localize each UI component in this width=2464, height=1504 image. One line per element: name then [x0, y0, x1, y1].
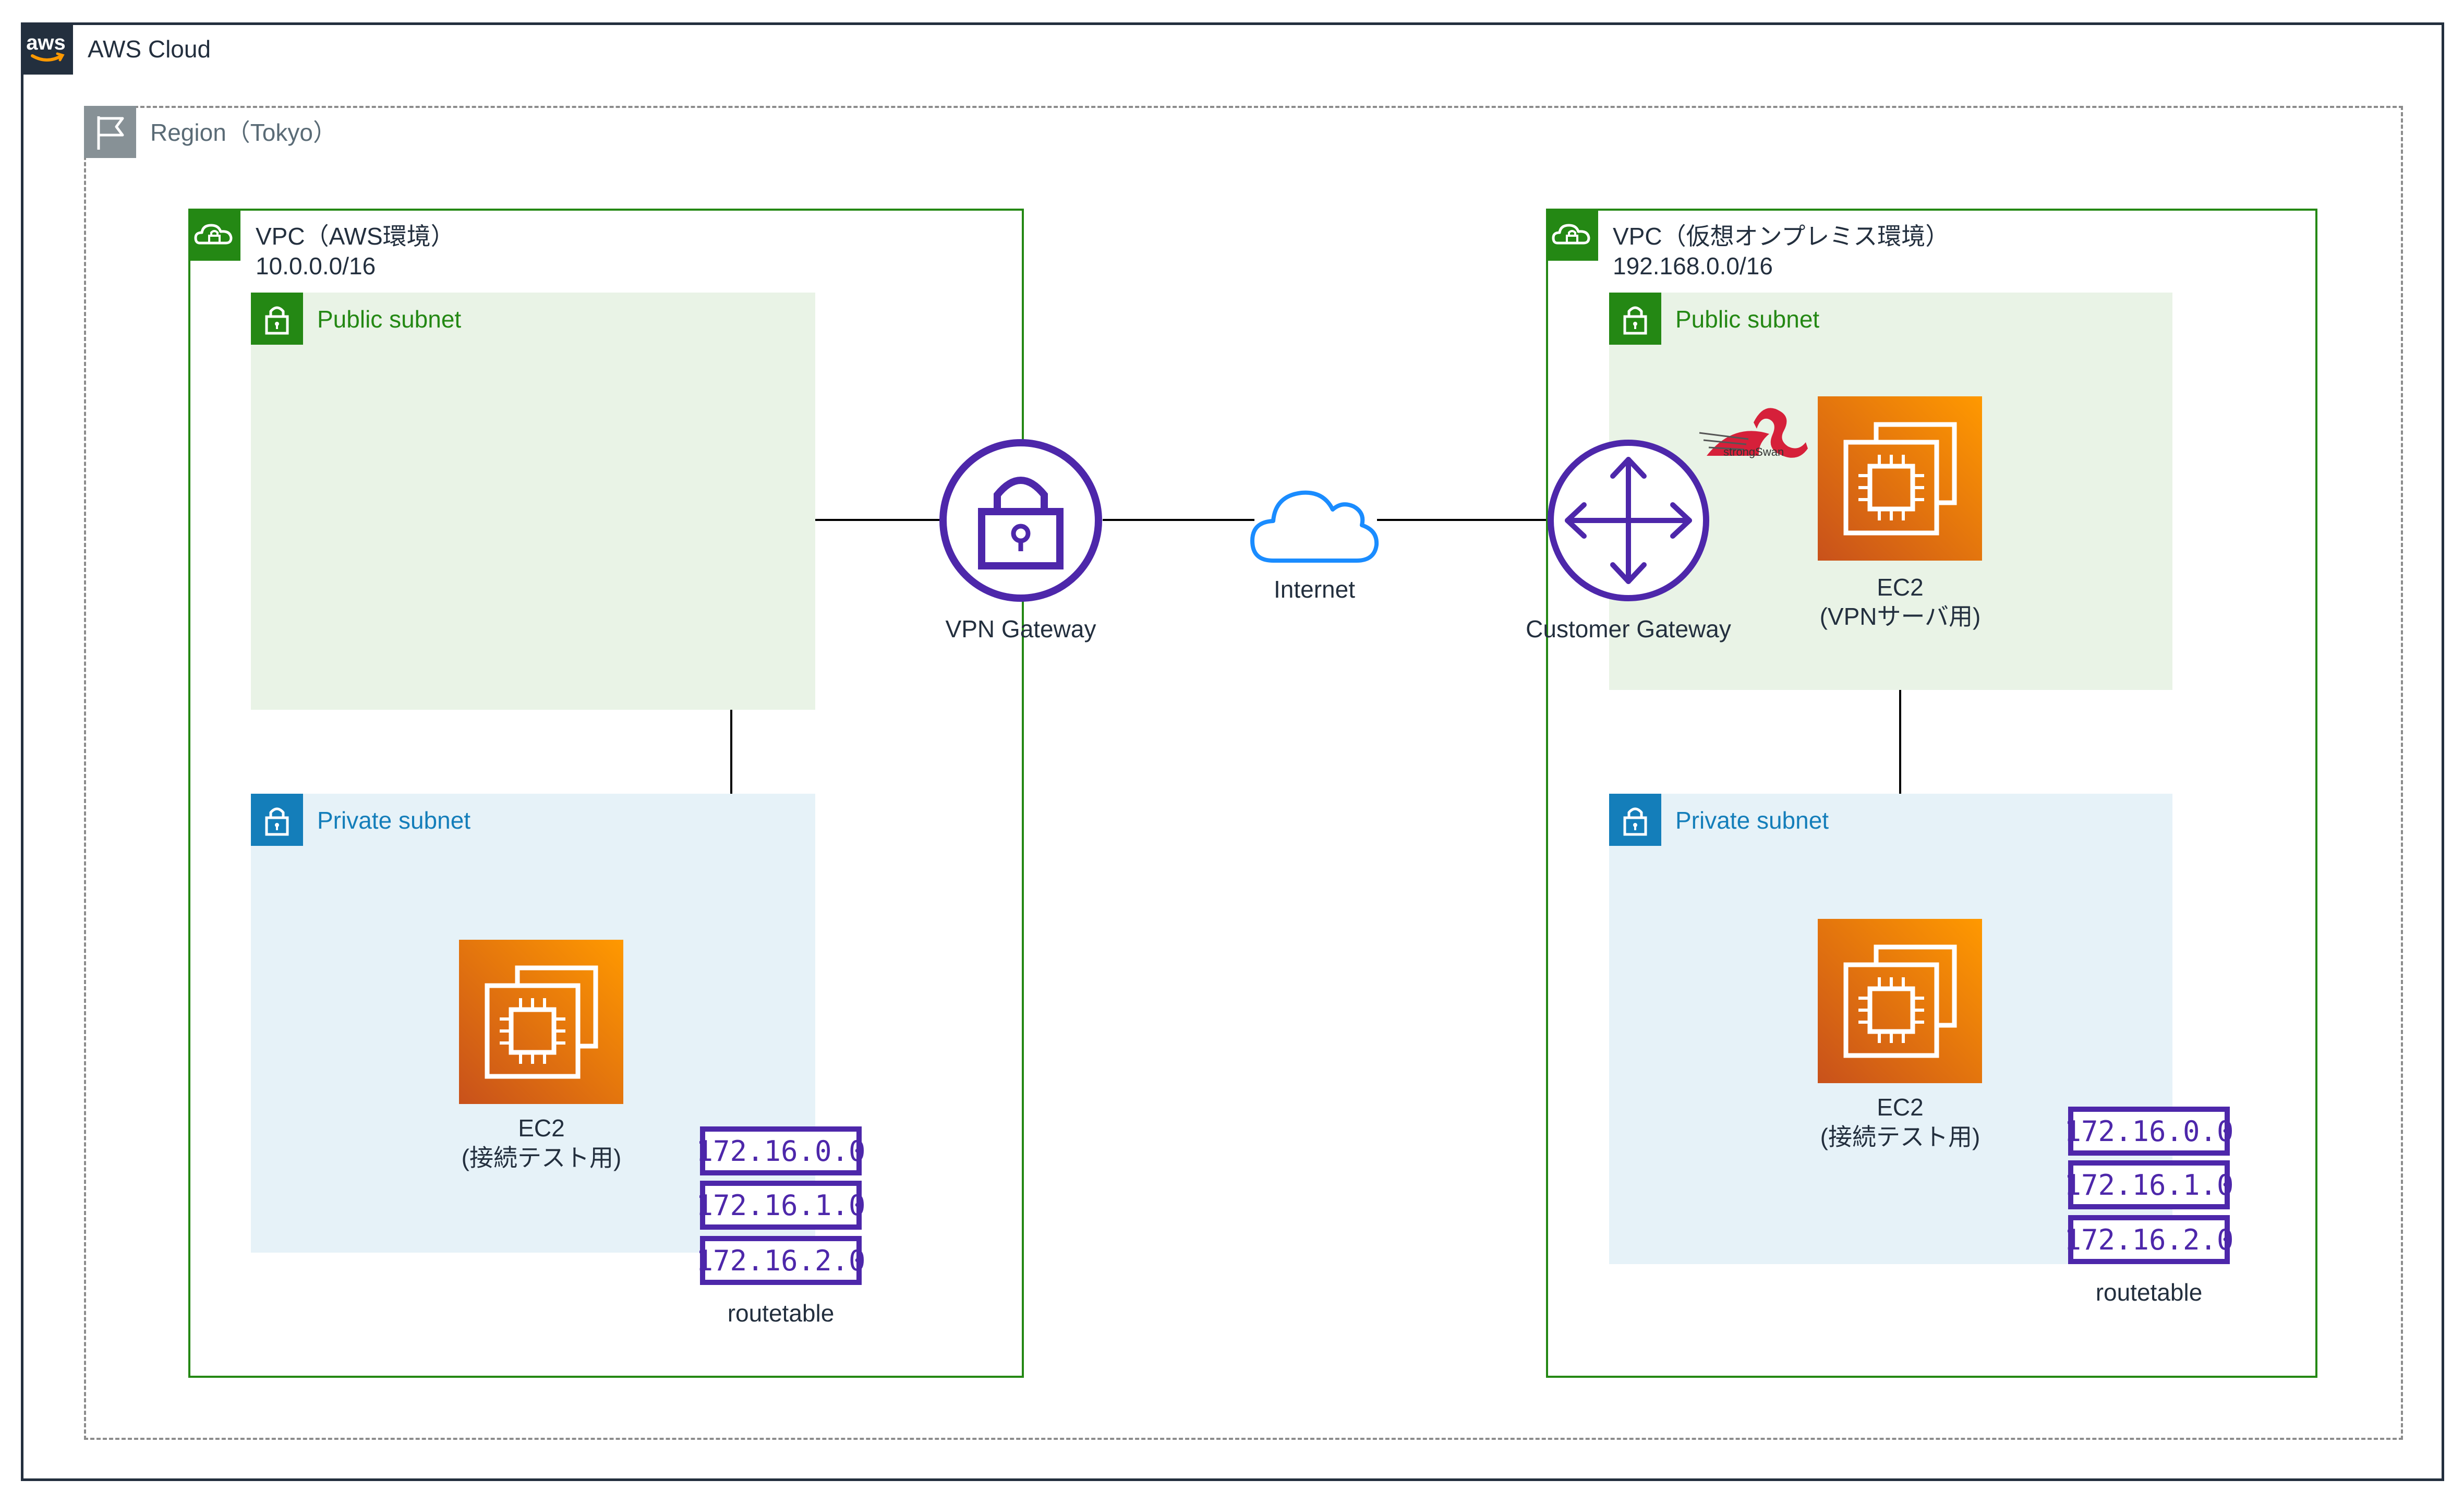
onprem-routetable-label: routetable: [2095, 1279, 2203, 1306]
ec2-vpn-server[interactable]: [1818, 396, 1982, 561]
ec2-instance-icon: [485, 965, 598, 1079]
region-group: [84, 106, 2403, 1440]
aws-cloud-title: AWS Cloud: [88, 35, 211, 63]
onprem-route-1: 172.16.0.0: [2064, 1107, 2234, 1156]
onprem-public-subnet-lock-icon: [1609, 293, 1661, 345]
aws-routetable-label: routetable: [727, 1300, 835, 1327]
customer-gateway[interactable]: [1547, 439, 1711, 603]
ec2-test-onprem-role: (接続テスト用): [1820, 1123, 1980, 1150]
vpc-aws-title: VPC（AWS環境）: [256, 223, 455, 250]
ec2-test-onprem-instance-icon: [1843, 944, 1957, 1058]
vpc-onprem-cidr: 192.168.0.0/16: [1613, 252, 1773, 280]
vpc-onprem-cloud-lock-icon: [1546, 209, 1598, 261]
ec2-test-aws[interactable]: [459, 940, 623, 1104]
vpc-aws-cidr: 10.0.0.0/16: [256, 252, 376, 280]
ec2-test-aws-name: EC2: [518, 1114, 565, 1142]
onprem-private-subnet-title: Private subnet: [1675, 807, 1829, 834]
aws-public-subnet: [251, 293, 815, 710]
aws-route-3: 172.16.2.0: [696, 1236, 866, 1285]
strongswan-logo-text: strongSwan: [1723, 445, 1784, 458]
strongswan-logo-icon: strongSwan: [1696, 402, 1817, 470]
vpn-gateway-lock-icon: [939, 439, 1102, 602]
internet-cloud[interactable]: [1249, 477, 1380, 566]
ec2-test-onprem[interactable]: [1818, 919, 1982, 1083]
region-title: Region（Tokyo）: [150, 119, 337, 146]
vpc-onprem-group: [1546, 209, 2317, 1378]
aws-public-subnet-title: Public subnet: [317, 306, 462, 333]
onprem-route-3: 172.16.2.0: [2064, 1215, 2234, 1264]
onprem-public-subnet-title: Public subnet: [1675, 306, 1820, 333]
router-arrows-icon: [1548, 440, 1709, 601]
ec2-vpn-server-name: EC2: [1877, 574, 1924, 601]
ec2-test-onprem-name: EC2: [1877, 1094, 1924, 1121]
internet-label: Internet: [1274, 576, 1355, 603]
onprem-route-2: 172.16.1.0: [2064, 1160, 2234, 1209]
ec2-vpn-server-role: (VPNサーバ用): [1819, 603, 1981, 630]
onprem-private-subnet-lock-icon: [1609, 794, 1661, 846]
public-subnet-lock-icon: [251, 293, 303, 345]
aws-route-1: 172.16.0.0: [696, 1126, 866, 1175]
private-subnet-lock-icon: [251, 794, 303, 846]
aws-logo-text: aws: [26, 31, 66, 54]
cloud-icon: [1250, 490, 1379, 563]
flag-icon: [84, 106, 136, 158]
ec2-vpn-instance-icon: [1843, 422, 1957, 536]
vpc-onprem-title: VPC（仮想オンプレミス環境）: [1613, 223, 1950, 250]
aws-logo-icon: aws: [21, 22, 73, 75]
vpc-aws-group: [188, 209, 1024, 1378]
customer-gateway-label: Customer Gateway: [1526, 615, 1731, 642]
aws-route-2: 172.16.1.0: [696, 1181, 866, 1230]
aws-cloud-group: [21, 22, 2444, 1481]
vpc-cloud-lock-icon: [188, 209, 240, 261]
vpn-gateway-label: VPN Gateway: [945, 615, 1096, 642]
ec2-test-aws-role: (接続テスト用): [461, 1144, 622, 1171]
vpn-gateway[interactable]: [939, 439, 1103, 603]
aws-private-subnet-title: Private subnet: [317, 807, 471, 834]
